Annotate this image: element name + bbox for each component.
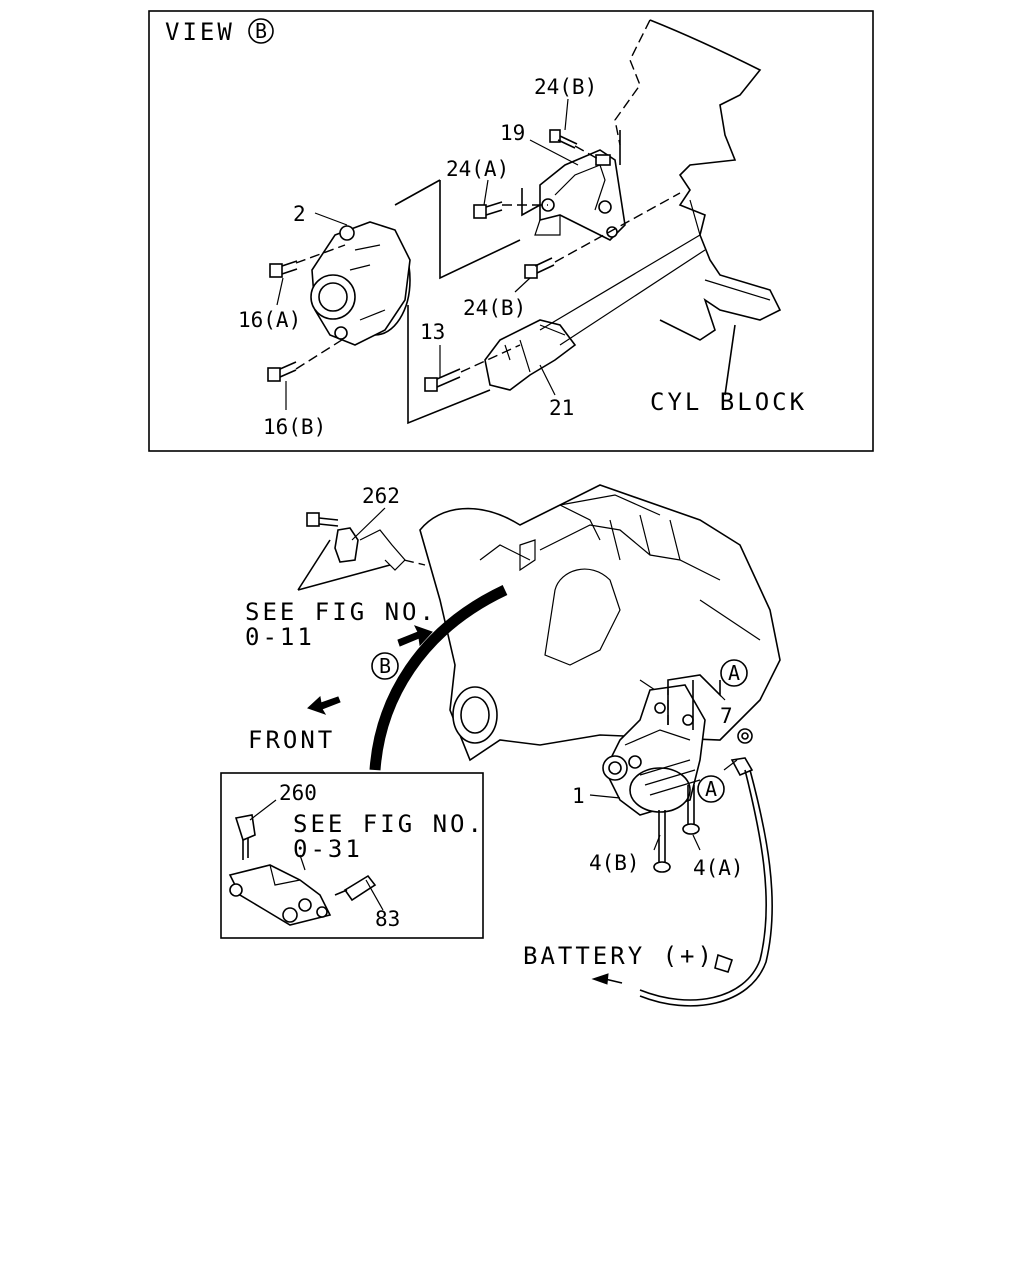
see-fig-0-31-line2: 0-31: [293, 835, 363, 863]
view-b-title-circle: [248, 18, 274, 44]
label-16b: 16(B): [263, 415, 326, 439]
label-24b-top: 24(B): [534, 75, 597, 99]
front-label: FRONT: [248, 726, 335, 754]
cyl-block-label: CYL BLOCK: [650, 388, 807, 416]
view-b-title-circle-letter: B: [255, 19, 267, 43]
bracket-19-drawing: [534, 149, 626, 241]
circle-a-1-letter: A: [728, 661, 740, 685]
view-b-arrow: [369, 585, 508, 771]
label-1: 1: [572, 784, 585, 808]
label-83: 83: [375, 907, 400, 931]
label-21: 21: [549, 396, 574, 420]
bolt-16a-drawing: [269, 260, 298, 278]
starter-motor-1-drawing: [602, 684, 706, 816]
starter-alignment-lines: [667, 674, 726, 730]
engine-drawing: [419, 484, 781, 762]
bolt-4b-drawing: [653, 810, 671, 873]
view-b-frame: [148, 10, 874, 452]
view-b-circle-letter: B: [379, 654, 391, 678]
circle-a-2-letter: A: [705, 777, 717, 801]
sensor-83-drawing: [334, 874, 384, 911]
label-13: 13: [420, 320, 445, 344]
bracket-21-drawing: [484, 319, 577, 391]
nut-7-drawing: [737, 728, 753, 744]
label-4b: 4(B): [589, 851, 640, 875]
bolt-16b-drawing: [267, 361, 297, 382]
label-7: 7: [720, 704, 733, 728]
front-arrow-icon: [307, 696, 341, 715]
label-4a: 4(A): [693, 856, 744, 880]
bolt-24a-drawing: [473, 201, 503, 219]
circle-a-2: [697, 775, 725, 803]
battery-label: BATTERY (+): [523, 942, 715, 970]
label-2: 2: [293, 202, 306, 226]
bolt-24b-top-drawing: [549, 129, 578, 149]
battery-arrow-line: [604, 978, 623, 984]
bolt-24b-mid-drawing: [524, 257, 555, 279]
label-16a: 16(A): [238, 308, 301, 332]
label-19: 19: [500, 121, 525, 145]
battery-cable-drawing: [639, 757, 773, 1007]
bolt-4a-drawing: [682, 785, 700, 835]
bracket-262-drawing: [306, 507, 426, 571]
alternator-2-drawing: [310, 221, 411, 346]
see-fig-0-31-line1: SEE FIG NO.: [293, 810, 485, 838]
bolt-13-drawing: [424, 368, 461, 392]
circle-a-1: [720, 659, 748, 687]
see-fig-0-11-pointer: [297, 539, 391, 591]
label-24a: 24(A): [446, 157, 509, 181]
view-b-leaders: [276, 98, 579, 410]
view-b-title: VIEW: [165, 18, 235, 46]
starter-leaders: [589, 794, 701, 851]
view-b-alignment-lines: [295, 130, 706, 425]
cylinder-block-drawing: [614, 19, 782, 396]
see-fig-0-11-line2: 0-11: [245, 623, 315, 651]
sensor-260-drawing: [234, 799, 277, 860]
see-fig-0-31-pointer: [299, 854, 306, 871]
label-24b-mid: 24(B): [463, 296, 526, 320]
label-262: 262: [362, 484, 400, 508]
label-260: 260: [279, 781, 317, 805]
see-fig-0-11-line1: SEE FIG NO.: [245, 598, 437, 626]
thermostat-housing-drawing: [228, 864, 332, 926]
view-b-circle: [371, 652, 399, 680]
